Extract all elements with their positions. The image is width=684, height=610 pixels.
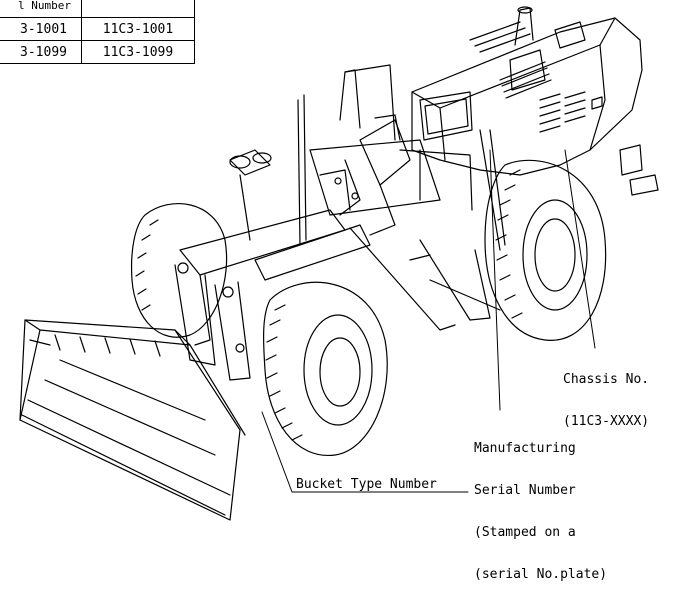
table-header-cell: l Number xyxy=(0,0,82,18)
chassis-leader-line xyxy=(564,149,596,349)
table-cell: 11C3-1099 xyxy=(81,40,195,64)
label-line: Manufacturing xyxy=(474,441,576,456)
loader-arms xyxy=(174,149,501,381)
leader-lines xyxy=(261,149,596,493)
chassis-number-label: Chassis No. (11C3-XXXX) xyxy=(563,345,649,457)
label-line: (11C3-XXXX) xyxy=(563,414,650,429)
bucket-type-leader-line xyxy=(261,411,469,493)
label-line: (serial No.plate) xyxy=(474,567,608,582)
rear-wheel xyxy=(484,159,607,341)
label-line: Serial Number xyxy=(474,483,576,498)
wheel-loader-drawing xyxy=(19,6,659,521)
table-cell: 3-1001 xyxy=(0,17,82,41)
manufacturing-serial-label: Manufacturing Serial Number (Stamped on … xyxy=(474,414,607,610)
table-cell: 3-1099 xyxy=(0,40,82,64)
front-left-wheel xyxy=(130,202,228,338)
serial-number-table: l Number 3-1001 11C3-1001 3-1099 11C3-10… xyxy=(0,0,195,64)
table-cell: 11C3-1001 xyxy=(81,17,195,41)
serial-plate-leader-line xyxy=(489,149,501,411)
front-wheel xyxy=(263,281,388,456)
table-row: 3-1099 11C3-1099 xyxy=(0,40,195,64)
bucket-type-number-label: Bucket Type Number xyxy=(296,477,437,492)
operator-cab xyxy=(297,64,506,251)
table-row: 3-1001 11C3-1001 xyxy=(0,17,195,41)
diagram-stage: l Number 3-1001 11C3-1001 3-1099 11C3-10… xyxy=(0,0,659,582)
engine-hood xyxy=(411,6,659,201)
label-line: Chassis No. xyxy=(563,372,650,387)
label-line: (Stamped on a xyxy=(474,525,576,540)
bucket xyxy=(19,319,246,521)
